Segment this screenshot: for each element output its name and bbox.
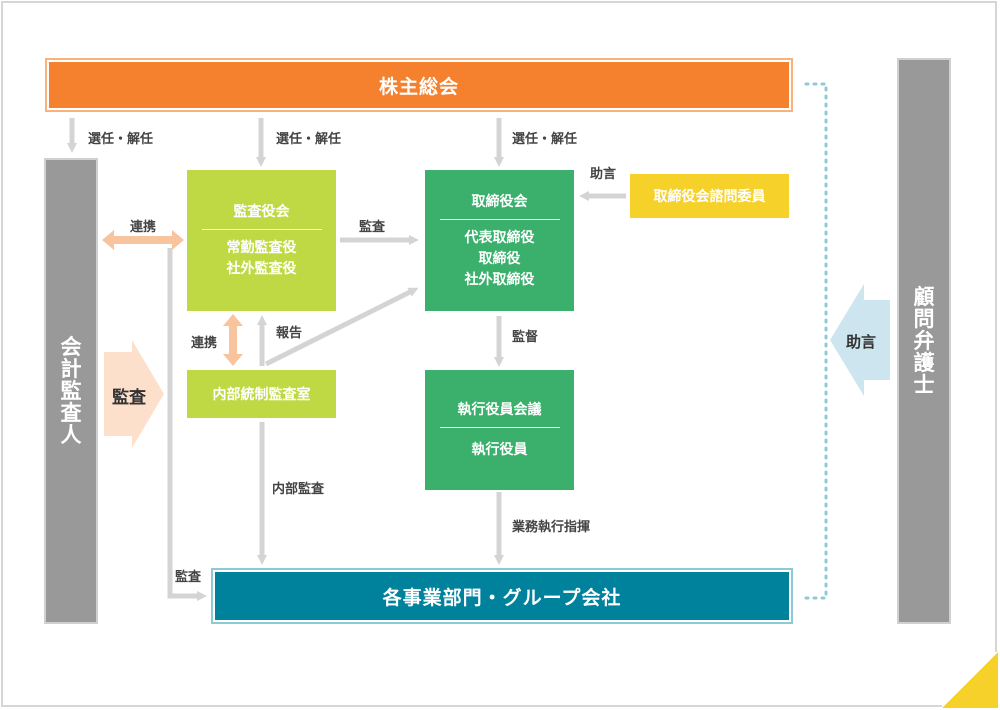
auditor-char: 人 <box>60 423 82 448</box>
shareholders-meeting-label: 株主総会 <box>49 62 789 108</box>
label-exec-direction: 業務執行指揮 <box>512 520 591 535</box>
exec-officers-meeting-box: 執行役員会議 執行役員 <box>425 370 574 490</box>
lawyer-char: 士 <box>913 373 935 398</box>
lawyer-char: 弁 <box>913 328 935 353</box>
advisory-committee-box: 取締役会諮問委員 <box>630 174 789 218</box>
shareholders-meeting-box: 株主総会 <box>45 58 793 112</box>
label-supervise: 監督 <box>512 330 539 345</box>
lawyer-char: 護 <box>913 351 935 376</box>
label-report: 報告 <box>276 326 303 341</box>
arrow-audit-divisions <box>167 248 207 601</box>
auditor-char: 計 <box>60 356 82 381</box>
label-appoint-board: 選任・解任 <box>512 132 578 147</box>
audit-board-line: 社外監査役 <box>226 261 297 277</box>
arrow-report-diagonal <box>264 287 419 367</box>
legal-counsel-box: 顧 問 弁 護 士 <box>897 58 951 624</box>
internal-audit-office-box: 内部統制監査室 <box>187 370 336 418</box>
label-audit-to-board: 監査 <box>359 220 386 235</box>
corner-fold-decoration <box>942 652 998 708</box>
lawyer-char: 問 <box>913 306 935 331</box>
exec-meeting-title: 執行役員会議 <box>439 399 560 428</box>
dotted-connector <box>802 82 828 600</box>
auditor-char: 査 <box>60 401 82 426</box>
lawyer-char: 顧 <box>913 284 935 309</box>
divisions-label: 各事業部門・グループ会社 <box>215 572 789 620</box>
arrow-cooperate-vertical <box>223 314 243 366</box>
accounting-auditor-box: 会 計 監 査 人 <box>44 158 98 624</box>
label-cooperate-horizontal: 連携 <box>130 220 157 235</box>
internal-audit-office-label: 内部統制監査室 <box>212 387 311 403</box>
audit-board-title: 監査役会 <box>201 201 322 230</box>
label-audit-bottom: 監査 <box>175 570 202 585</box>
label-cooperate-vertical: 連携 <box>191 336 218 351</box>
advisory-committee-label: 取締役会諮問委員 <box>653 189 766 205</box>
label-appoint-auditor: 選任・解任 <box>88 132 154 147</box>
board-line: 代表取締役 <box>464 229 535 246</box>
label-internal-audit: 内部監査 <box>272 482 325 497</box>
arrow-cooperate-horizontal <box>102 230 184 250</box>
exec-meeting-line: 執行役員 <box>471 442 528 458</box>
label-appoint-audit-board: 選任・解任 <box>276 132 342 147</box>
board-line: 社外取締役 <box>464 271 535 288</box>
board-title: 取締役会 <box>439 191 560 220</box>
label-advice-big: 助言 <box>846 333 877 351</box>
audit-board-box: 監査役会 常勤監査役 社外監査役 <box>187 170 336 311</box>
board-of-directors-box: 取締役会 代表取締役 取締役 社外取締役 <box>425 170 574 311</box>
audit-board-line: 常勤監査役 <box>226 240 297 256</box>
label-audit-big: 監査 <box>112 388 146 408</box>
divisions-box: 各事業部門・グループ会社 <box>211 568 793 624</box>
auditor-char: 監 <box>60 378 82 403</box>
label-advice-small: 助言 <box>590 167 617 182</box>
big-advice-arrow <box>830 284 890 396</box>
auditor-char: 会 <box>60 334 82 359</box>
big-audit-arrow <box>104 340 164 448</box>
board-line: 取締役 <box>478 250 521 267</box>
